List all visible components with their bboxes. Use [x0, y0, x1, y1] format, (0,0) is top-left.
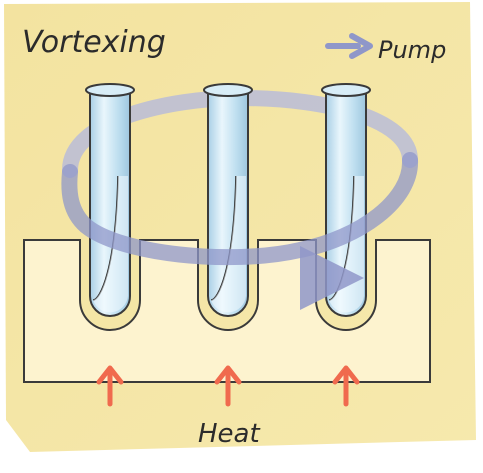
heating-block	[23, 239, 431, 383]
heat-arrow-icon	[96, 365, 124, 407]
test-tube	[85, 83, 135, 317]
heat-arrow-icon	[214, 365, 242, 407]
heat-arrow-icon	[332, 365, 360, 407]
test-tube	[203, 83, 253, 317]
title-text: Vortexing	[22, 25, 166, 60]
pump-label: Pump	[378, 36, 446, 64]
vortex-ring-front	[61, 152, 418, 310]
heat-label: Heat	[198, 419, 260, 449]
pump-legend: Pump	[325, 33, 446, 64]
arrow-right-icon	[325, 33, 373, 59]
pump-arrowhead	[300, 246, 364, 310]
heat-arrows	[96, 365, 360, 407]
